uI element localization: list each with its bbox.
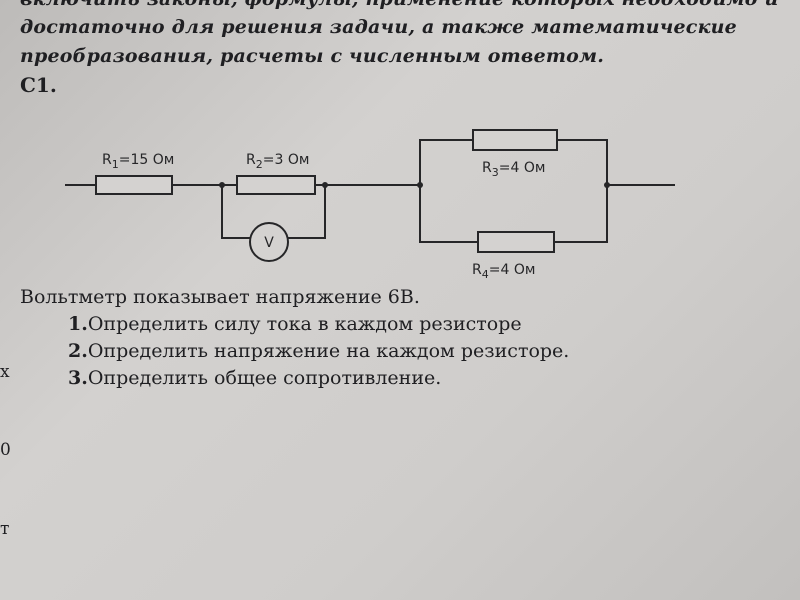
header-line: достаточно для решения задачи, а также м… <box>20 16 737 38</box>
question-number: 1. <box>68 313 88 335</box>
margin-letter: т <box>0 519 10 539</box>
resistor-r3 <box>472 129 558 151</box>
voltmeter-symbol: V <box>264 235 274 251</box>
header-line: включить законы, формулы, применение кот… <box>20 0 778 10</box>
question-item: 2.Определить напряжение на каждом резист… <box>68 340 569 362</box>
label-r4: R4=4 Ом <box>472 262 535 281</box>
resistor-r1 <box>95 175 173 195</box>
question-text: Определить силу тока в каждом резисторе <box>87 313 522 335</box>
question-text: Определить напряжение на каждом резистор… <box>87 340 570 362</box>
junction-node <box>604 182 610 188</box>
junction-node <box>219 182 225 188</box>
resistor-r2 <box>236 175 316 195</box>
task-id: С1. <box>20 73 57 97</box>
questions: Вольтметр показывает напряжение 6В. 1.Оп… <box>20 286 569 394</box>
wire <box>557 139 608 185</box>
junction-node <box>417 182 423 188</box>
junction-node <box>322 182 328 188</box>
label-r2: R2=3 Ом <box>246 152 309 171</box>
wire <box>288 185 326 239</box>
label-r1: R1=15 Ом <box>102 152 174 171</box>
question-number: 3. <box>68 367 88 389</box>
wire <box>419 185 478 243</box>
question-number: 2. <box>68 340 88 362</box>
label-r3: R3=4 Ом <box>482 160 545 179</box>
question-text: Определить общее сопротивление. <box>87 367 442 389</box>
margin-letter: 0 <box>0 440 11 460</box>
question-intro: Вольтметр показывает напряжение 6В. <box>20 286 420 308</box>
header-line: преобразования, расчеты с численным отве… <box>20 45 605 67</box>
wire <box>221 185 250 239</box>
question-item: 1.Определить силу тока в каждом резистор… <box>68 313 569 335</box>
wire <box>554 185 608 243</box>
wire <box>419 139 473 185</box>
voltmeter-icon <box>249 222 289 262</box>
question-item: 3.Определить общее сопротивление. <box>68 367 569 389</box>
resistor-r4 <box>477 231 555 253</box>
margin-letter: х <box>0 362 10 382</box>
